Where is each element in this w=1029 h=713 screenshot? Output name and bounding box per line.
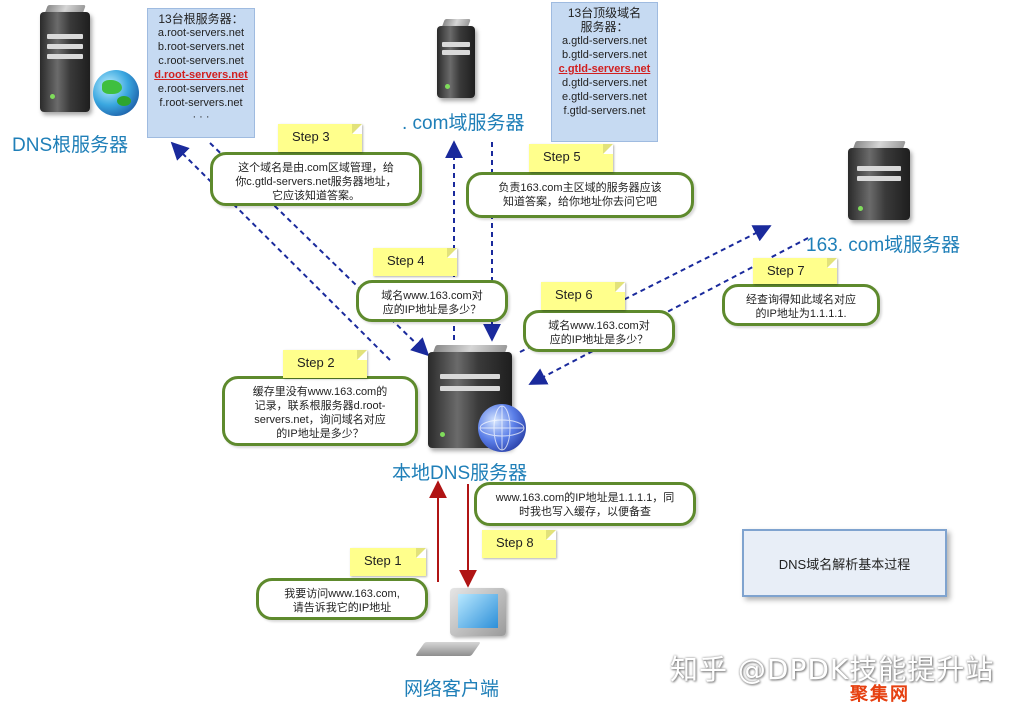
bubble-line: 我要访问www.163.com, xyxy=(284,588,400,600)
root-server-label: DNS根服务器 xyxy=(12,135,129,156)
step2-tag: Step 2 xyxy=(283,350,367,378)
bubble-line: 经查询得知此域名对应 xyxy=(746,294,856,306)
bubble-line: 时我也写入缓存，以便备查 xyxy=(519,506,651,518)
bubble-line: 记录，联系根服务器d.root- xyxy=(254,400,386,412)
root-server-list: 13台根服务器： a.root-servers.net b.root-serve… xyxy=(147,8,255,138)
tld-list-title-1: 13台顶级域名 xyxy=(567,6,642,20)
watermark-logo: 聚集网 xyxy=(850,684,910,705)
step1-bubble: 我要访问www.163.com, 请告诉我它的IP地址 xyxy=(256,578,428,620)
bubble-line: 的IP地址是多少？ xyxy=(276,428,364,440)
step1-tag: Step 1 xyxy=(350,548,426,576)
list-item: d.gtld-servers.net xyxy=(562,77,647,89)
tld-server-label: . com域服务器 xyxy=(402,113,525,134)
bubble-line: 知道答案，给你地址你去问它吧 xyxy=(503,196,657,208)
step5-bubble: 负责163.com主区域的服务器应该 知道答案，给你地址你去问它吧 xyxy=(466,172,694,218)
list-item-highlighted: d.root-servers.net xyxy=(154,69,248,81)
domain-server-label: 163. com域服务器 xyxy=(806,235,961,256)
list-item: f.root-servers.net xyxy=(159,97,243,109)
bubble-line: 这个域名是由.com区域管理，给 xyxy=(238,162,394,174)
step7-bubble: 经查询得知此域名对应 的IP地址为1.1.1.1. xyxy=(722,284,880,326)
globe-icon xyxy=(93,70,139,116)
client-label: 网络客户端 xyxy=(404,679,500,700)
tld-server-icon xyxy=(437,19,475,98)
bubble-line: 应的IP地址是多少？ xyxy=(549,334,649,346)
list-item: e.root-servers.net xyxy=(157,83,245,95)
list-item: a.gtld-servers.net xyxy=(562,35,647,47)
bubble-line: 负责163.com主区域的服务器应该 xyxy=(498,182,662,194)
step7-tag: Step 7 xyxy=(753,258,837,284)
bubble-line: 应的IP地址是多少？ xyxy=(382,304,482,316)
arrow-163-to-local xyxy=(528,237,809,385)
step2-bubble: 缓存里没有www.163.com的 记录，联系根服务器d.root- serve… xyxy=(222,376,418,446)
list-item: e.gtld-servers.net xyxy=(562,91,647,103)
list-item: c.root-servers.net xyxy=(158,55,244,67)
watermark: 知乎 @DPDK技能提升站 xyxy=(670,653,995,686)
list-item: b.gtld-servers.net xyxy=(562,49,647,61)
diagram-caption: DNS域名解析基本过程 xyxy=(742,529,947,597)
step6-bubble: 域名www.163.com对 应的IP地址是多少？ xyxy=(523,310,675,352)
tld-server-list: 13台顶级域名 服务器： a.gtld-servers.net b.gtld-s… xyxy=(551,2,658,142)
list-item: b.root-servers.net xyxy=(157,41,245,53)
step3-bubble: 这个域名是由.com区域管理，给 你c.gtld-servers.net服务器地… xyxy=(210,152,422,206)
bubble-line: 域名www.163.com对 xyxy=(381,290,483,302)
bubble-line: 缓存里没有www.163.com的 xyxy=(252,386,388,398)
step3-tag: Step 3 xyxy=(278,124,362,152)
bubble-line: 它应该知道答案。 xyxy=(272,190,360,202)
step8-tag: Step 8 xyxy=(482,530,556,558)
root-list-title: 13台根服务器： xyxy=(158,12,244,26)
step5-tag: Step 5 xyxy=(529,144,613,172)
bubble-line: 你c.gtld-servers.net服务器地址， xyxy=(235,176,397,188)
list-item-highlighted: c.gtld-servers.net xyxy=(558,63,651,75)
bubble-line: www.163.com的IP地址是1.1.1.1，同 xyxy=(495,492,675,504)
bubble-line: servers.net，询问域名对应 xyxy=(254,414,386,426)
root-server-icon xyxy=(40,5,90,112)
bubble-line: 域名www.163.com对 xyxy=(548,320,650,332)
tld-list-title-2: 服务器： xyxy=(580,20,629,34)
list-item: a.root-servers.net xyxy=(157,27,245,39)
arrow-local-to-root xyxy=(170,141,391,361)
step4-tag: Step 4 xyxy=(373,248,457,276)
client-computer-icon xyxy=(415,588,516,664)
step4-bubble: 域名www.163.com对 应的IP地址是多少？ xyxy=(356,280,508,322)
bubble-line: 的IP地址为1.1.1.1. xyxy=(755,308,847,320)
list-ellipsis: · · · xyxy=(192,111,210,123)
step8-bubble: www.163.com的IP地址是1.1.1.1，同 时我也写入缓存，以便备查 xyxy=(474,482,696,526)
domain-server-icon xyxy=(848,141,910,220)
bubble-line: 请告诉我它的IP地址 xyxy=(292,602,392,614)
list-item: f.gtld-servers.net xyxy=(563,105,646,117)
local-dns-label: 本地DNS服务器 xyxy=(392,463,528,484)
globe-icon xyxy=(478,404,526,452)
step6-tag: Step 6 xyxy=(541,282,625,310)
